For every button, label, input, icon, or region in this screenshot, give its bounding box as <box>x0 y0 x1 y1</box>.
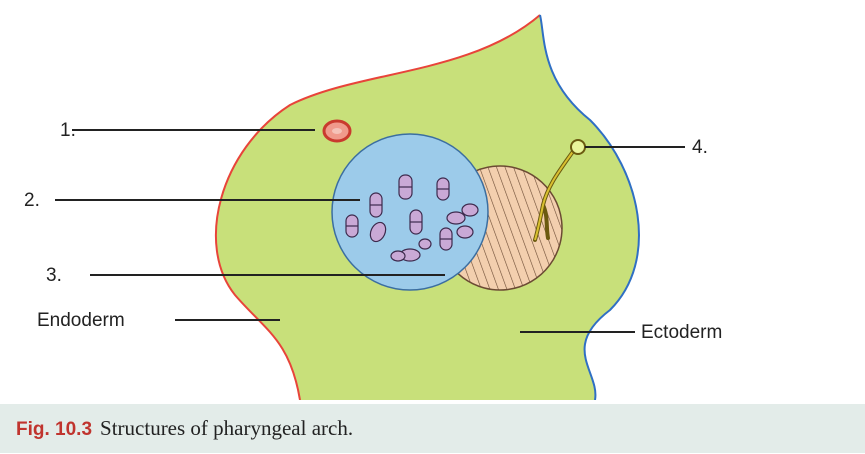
label-3: 3. <box>46 265 62 286</box>
ectoderm-edge <box>539 14 640 400</box>
label-ectoderm: Ectoderm <box>641 322 722 343</box>
nerve-end <box>570 139 586 155</box>
caption-number: Fig. 10.3 <box>16 419 93 440</box>
label-1: 1. <box>60 120 76 141</box>
pharyngeal-arch-diagram: 1. 2. 3. 4. Endoderm Ectoderm <box>24 14 722 400</box>
cartilage-cells <box>345 174 479 262</box>
caption-text: Structures of pharyngeal arch. <box>100 416 354 440</box>
label-4: 4. <box>692 137 708 158</box>
figure-caption: Fig. 10.3 Structures of pharyngeal arch. <box>0 404 865 453</box>
label-endoderm: Endoderm <box>37 310 125 331</box>
label-2: 2. <box>24 190 40 211</box>
cartilage-region <box>331 133 489 291</box>
endoderm-edge <box>214 14 541 400</box>
